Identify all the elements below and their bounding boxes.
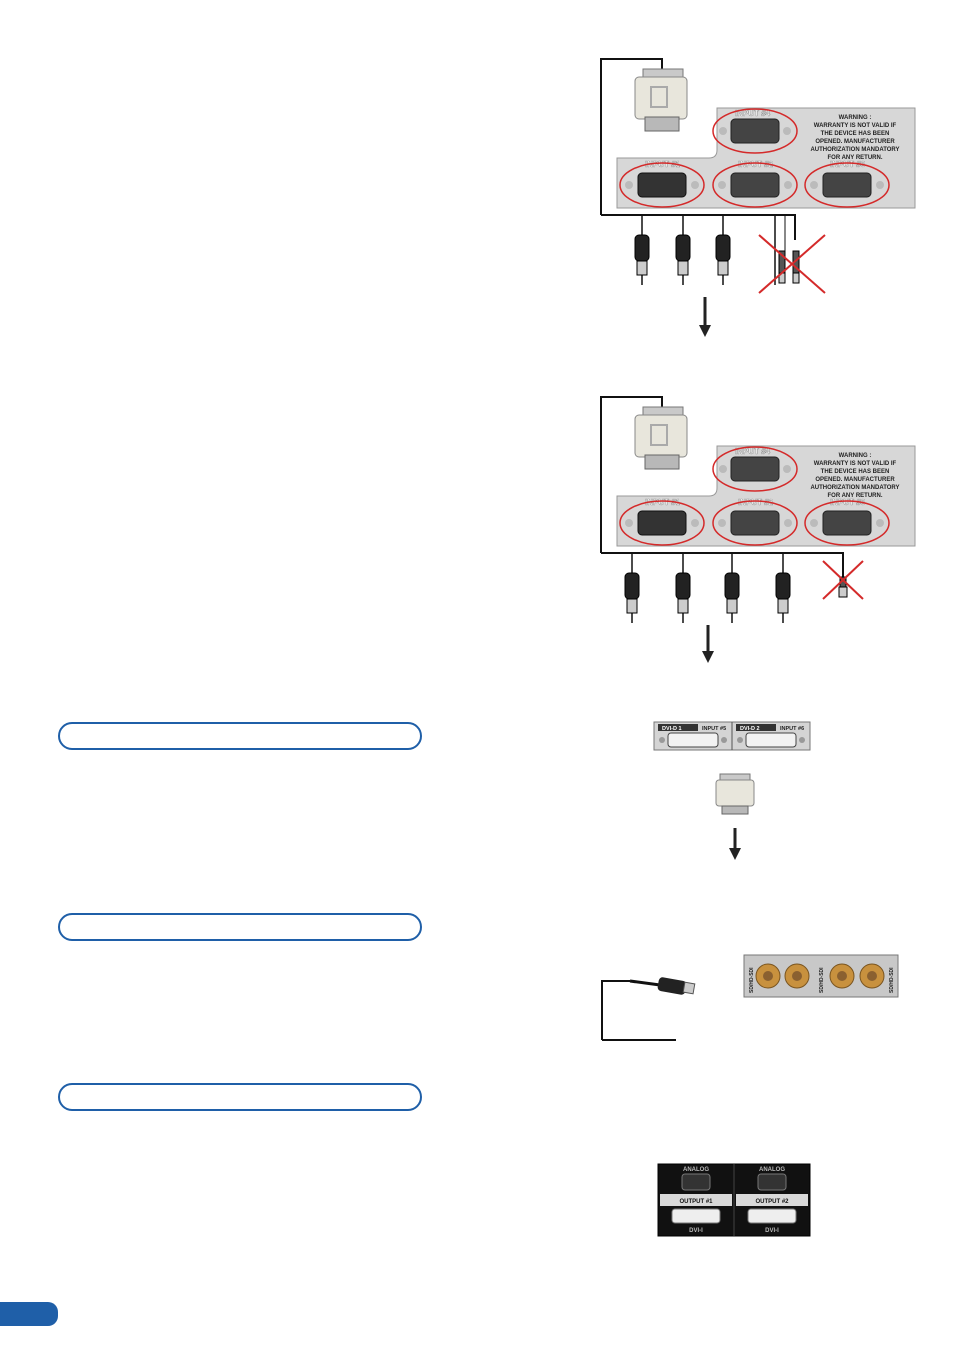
section-header-box-1: [58, 722, 422, 750]
dvi-i-label-1: DVI-I: [689, 1228, 703, 1234]
input-1-label: INPUT #1: [645, 160, 681, 169]
dvi-vga-adapter-icon: [715, 773, 755, 815]
svg-text:OPENED. MANUFACTURER: OPENED. MANUFACTURER: [815, 139, 895, 145]
svg-text:WARRANTY IS NOT VALID IF: WARRANTY IS NOT VALID IF: [814, 123, 897, 129]
dvi-vga-adapter-icon: [634, 68, 688, 132]
input-2-label: INPUT #2: [738, 160, 774, 169]
warning-text: WARNING : WARRANTY IS NOT VALID IF THE D…: [810, 115, 899, 161]
bnc-cable-icon: [629, 977, 696, 995]
input-panel: INPUT #4 WARNING : WARRANTY IS NOT VALID…: [616, 107, 916, 209]
input-4-label: INPUT #4: [735, 447, 771, 456]
input-3-label: INPUT #3: [830, 160, 866, 169]
svg-text:THE DEVICE HAS BEEN: THE DEVICE HAS BEEN: [821, 131, 890, 137]
dvi-1-label: DVI-D 1: [662, 726, 682, 732]
sdi-label-3: SD/HD-SDI: [889, 967, 895, 993]
vga-rgbhv-diagram: INPUT #4 WARNING : WARRANTY IS NOT VALID…: [600, 58, 916, 337]
svg-text:AUTHORIZATION MANDATORY: AUTHORIZATION MANDATORY: [810, 485, 899, 491]
dvi-2-label: DVI-D 2: [740, 726, 760, 732]
svg-text:AUTHORIZATION MANDATORY: AUTHORIZATION MANDATORY: [810, 147, 899, 153]
dvi-i-label-2: DVI-I: [765, 1228, 779, 1234]
svg-text:FOR ANY RETURN.: FOR ANY RETURN.: [827, 493, 882, 499]
bnc-cable-group: [631, 553, 784, 623]
dvi-input-diagram: DVI-D 1 INPUT #5 DVI-D 2 INPUT #6: [653, 721, 811, 860]
svg-text:THE DEVICE HAS BEEN: THE DEVICE HAS BEEN: [821, 469, 890, 475]
input-6-label: INPUT #6: [780, 726, 804, 732]
svg-text:FOR ANY RETURN.: FOR ANY RETURN.: [827, 155, 882, 161]
input-panel: INPUT #4 WARNING : WARRANTY IS NOT VALID…: [616, 445, 916, 547]
svg-text:WARRANTY IS NOT VALID IF: WARRANTY IS NOT VALID IF: [814, 461, 897, 467]
input-3-label: INPUT #3: [830, 498, 866, 507]
svg-text:WARNING :: WARNING :: [839, 115, 872, 121]
input-1-label: INPUT #1: [645, 498, 681, 507]
output-2-label: OUTPUT #2: [755, 1199, 789, 1205]
sdi-panel: SD/HD-SDI SD/HD-SDI SD/HD-SDI: [743, 954, 899, 998]
svg-text:WARNING :: WARNING :: [839, 453, 872, 459]
section-header-box-3: [58, 1083, 422, 1111]
vga-rgbs-diagram: INPUT #4 WARNING : WARRANTY IS NOT VALID…: [600, 396, 916, 663]
input-2-label: INPUT #2: [738, 498, 774, 507]
bnc-cable-group: [641, 215, 776, 285]
analog-label-1: ANALOG: [683, 1167, 709, 1173]
page-number-tab: [0, 1302, 58, 1326]
sdi-label-1: SD/HD-SDI: [749, 967, 755, 993]
sdi-input-diagram: SD/HD-SDI SD/HD-SDI SD/HD-SDI: [601, 954, 899, 1041]
section-header-box-2: [58, 913, 422, 941]
input-4-label: INPUT #4: [735, 109, 771, 118]
dvi-vga-adapter-icon: [634, 406, 688, 470]
input-5-label: INPUT #5: [702, 726, 726, 732]
dvi-input-panel: DVI-D 1 INPUT #5 DVI-D 2 INPUT #6: [653, 721, 811, 751]
analog-label-2: ANALOG: [759, 1167, 785, 1173]
sdi-label-2: SD/HD-SDI: [819, 967, 825, 993]
output-1-label: OUTPUT #1: [679, 1199, 713, 1205]
output-panel-diagram: ANALOG ANALOG OUTPUT #1 OUTPUT #2 DVI-I …: [657, 1163, 811, 1237]
svg-text:OPENED. MANUFACTURER: OPENED. MANUFACTURER: [815, 477, 895, 483]
warning-text: WARNING : WARRANTY IS NOT VALID IF THE D…: [810, 453, 899, 499]
